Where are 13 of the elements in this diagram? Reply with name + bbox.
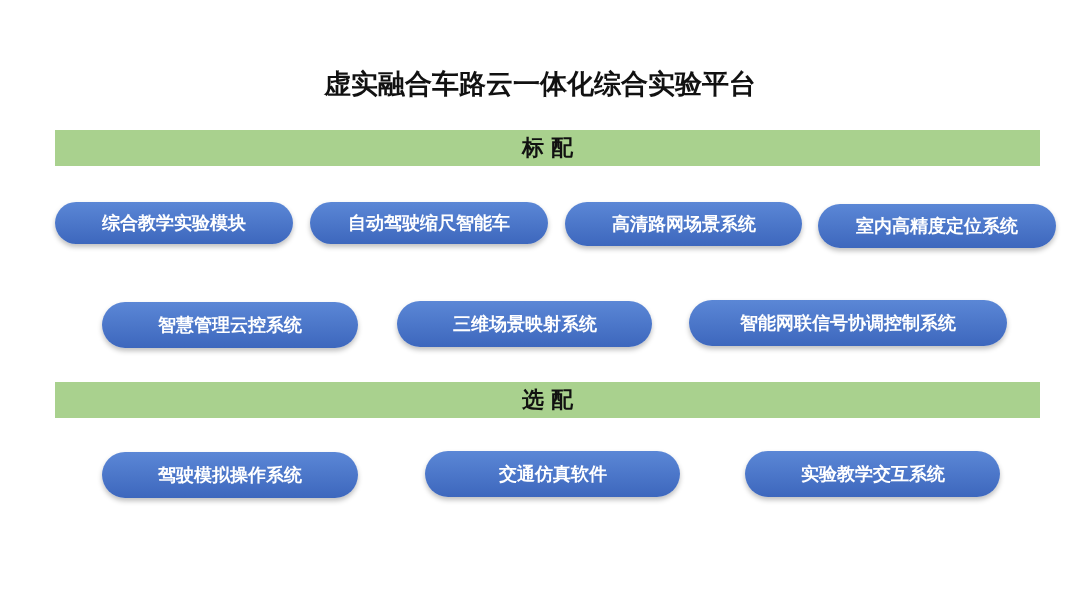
module-pill: 交通仿真软件	[425, 451, 680, 497]
module-pill: 高清路网场景系统	[565, 202, 802, 246]
module-pill: 三维场景映射系统	[397, 301, 652, 347]
module-pill: 室内高精度定位系统	[818, 204, 1056, 248]
section-band: 选 配	[55, 382, 1040, 418]
section-band: 标 配	[55, 130, 1040, 166]
module-pill: 驾驶模拟操作系统	[102, 452, 358, 498]
module-pill: 智能网联信号协调控制系统	[689, 300, 1007, 346]
module-pill: 综合教学实验模块	[55, 202, 293, 244]
module-pill: 实验教学交互系统	[745, 451, 1000, 497]
module-pill: 智慧管理云控系统	[102, 302, 358, 348]
diagram-title: 虚实融合车路云一体化综合实验平台	[323, 67, 757, 101]
module-pill: 自动驾驶缩尺智能车	[310, 202, 548, 244]
